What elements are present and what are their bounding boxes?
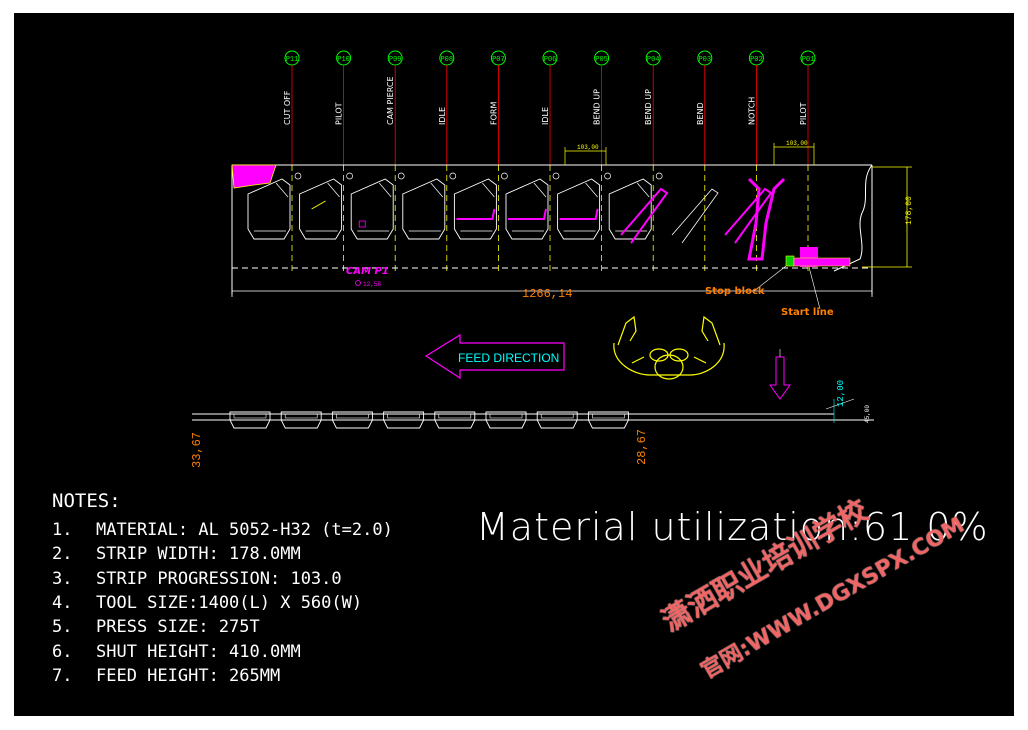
- operator-icon: [613, 315, 725, 380]
- note-text: MATERIAL: AL 5052-H32 (t=2.0): [96, 520, 393, 540]
- note-text: SHUT HEIGHT: 410.0MM: [96, 641, 301, 662]
- station-code: P07: [492, 56, 505, 64]
- note-text: TOOL SIZE:1400(L) X 560(W): [96, 592, 363, 613]
- note-item: 7. FEED HEIGHT: 265MM: [52, 666, 280, 686]
- note-text: STRIP PROGRESSION: 103.0: [96, 568, 342, 589]
- cam-label: CAM P1: [346, 266, 389, 277]
- station-label: CUT OFF: [283, 90, 292, 125]
- station-code: P09: [389, 56, 402, 64]
- stop-block-label: Stop block: [705, 286, 765, 297]
- formed-part: [350, 172, 405, 240]
- strip-outline: [231, 164, 873, 295]
- start-line-bar: [793, 257, 851, 267]
- station-code: P08: [440, 56, 453, 64]
- feed-direction-arrow: [424, 333, 565, 380]
- station-code: P10: [337, 56, 350, 64]
- note-number: 3.: [52, 568, 73, 589]
- down-arrow: [769, 356, 791, 400]
- note-item: 4. TOOL SIZE:1400(L) X 560(W): [52, 593, 362, 613]
- strip-width-dimension: [862, 166, 912, 268]
- overall-dimension-value: 1266,14: [522, 287, 572, 301]
- station-code: P04: [647, 56, 660, 64]
- station-code: P03: [698, 56, 711, 64]
- station-label: CAM PIERCE: [386, 76, 395, 125]
- station-label: PILOT: [335, 102, 344, 125]
- strip-side-view: [192, 398, 874, 429]
- formed-part: [505, 172, 560, 240]
- station-code: P01: [802, 56, 815, 64]
- station-label: BEND: [696, 102, 705, 125]
- station-label: BEND UP: [593, 89, 602, 125]
- pitch-right-value: 103,00: [786, 140, 808, 147]
- note-number: 1.: [52, 520, 73, 540]
- note-number: 7.: [52, 665, 73, 686]
- bend-part: [620, 187, 669, 244]
- feed-direction-label: FEED DIRECTION: [458, 351, 559, 365]
- overall-dimension: [231, 283, 873, 297]
- cutoff-block: [231, 164, 277, 189]
- station-code: P02: [750, 56, 763, 64]
- station-code: P05: [595, 56, 608, 64]
- note-number: 5.: [52, 617, 73, 638]
- note-item: 2. STRIP WIDTH: 178.0MM: [52, 544, 301, 564]
- station-label: BEND UP: [644, 89, 653, 125]
- note-item: 5. PRESS SIZE: 275T: [52, 617, 260, 637]
- side-height-right: 28,67: [635, 429, 649, 465]
- note-number: 4.: [52, 592, 73, 613]
- note-text: PRESS SIZE: 275T: [96, 617, 260, 638]
- station-label: FORM: [489, 102, 498, 125]
- note-item: 3. STRIP PROGRESSION: 103.0: [52, 569, 342, 589]
- formed-part: [402, 172, 457, 240]
- strip-width-value: 178,00: [905, 196, 914, 225]
- station-parts: [247, 172, 786, 261]
- station-label: IDLE: [438, 107, 447, 125]
- note-number: 6.: [52, 641, 73, 662]
- pitch-dimension-top: [564, 143, 815, 165]
- bend-part: [671, 188, 719, 244]
- pitch-top-value: 103,00: [577, 144, 599, 151]
- start-line-label: Start line: [781, 307, 834, 318]
- formed-part: [247, 172, 302, 240]
- side-height-tiny: 45,00: [864, 405, 871, 423]
- side-height-small: 12,00: [836, 380, 846, 407]
- note-item: 1. MATERIAL: AL 5052-H32 (t=2.0): [52, 520, 393, 540]
- note-number: 2.: [52, 544, 73, 565]
- note-text: FEED HEIGHT: 265MM: [96, 665, 281, 686]
- formed-part: [608, 172, 663, 240]
- material-utilization: Material utilization:61.0%: [476, 505, 989, 549]
- notes-title: NOTES:: [52, 490, 121, 512]
- note-text: STRIP WIDTH: 178.0MM: [96, 544, 301, 565]
- note-item: 6. SHUT HEIGHT: 410.0MM: [52, 642, 301, 662]
- formed-part: [299, 172, 353, 240]
- notch-shape: [747, 177, 786, 261]
- formed-part: [453, 172, 508, 240]
- station-code: P06: [544, 56, 557, 64]
- formed-part: [557, 172, 611, 240]
- side-height-left: 33,67: [190, 432, 204, 468]
- station-label: PILOT: [799, 102, 808, 125]
- stop-block: [785, 255, 795, 267]
- station-label: NOTCH: [747, 97, 756, 125]
- cam-size-value: 12,58: [363, 281, 381, 288]
- station-label: IDLE: [541, 107, 550, 125]
- bend-part: [724, 187, 773, 244]
- station-code: P11: [286, 56, 299, 64]
